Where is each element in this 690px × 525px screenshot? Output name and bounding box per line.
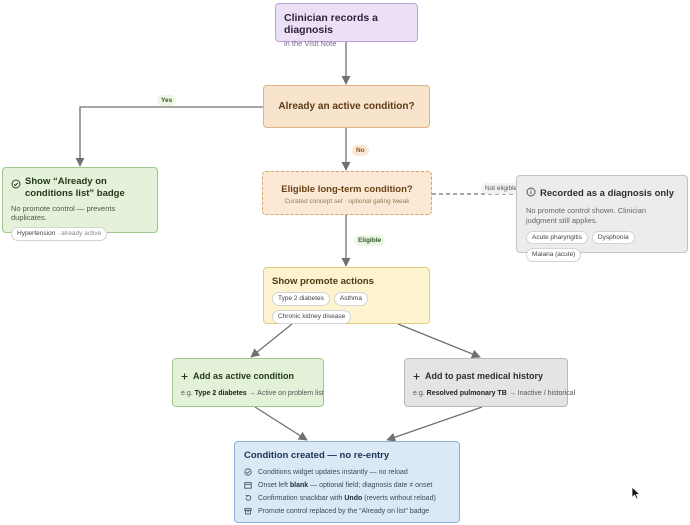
add-past-example: e.g. Resolved pulmonary TB → Inactive / … bbox=[413, 390, 575, 397]
calendar-icon bbox=[244, 481, 252, 491]
active-condition-decision: Already an active condition? bbox=[263, 85, 430, 128]
created-title: Condition created — no re-entry bbox=[244, 450, 390, 461]
edge-active-yes bbox=[75, 106, 263, 167]
edge-add-past-to-created bbox=[386, 406, 483, 442]
chip-acute-pharyngitis: Acute pharyngitis bbox=[526, 230, 588, 245]
created-item-widget-update: Conditions widget updates instantly — no… bbox=[244, 466, 450, 479]
edge-label-yes: Yes bbox=[157, 95, 177, 107]
example-term: Resolved pulmonary TB bbox=[426, 390, 507, 397]
condition-created-node: Condition created — no re-entry Conditio… bbox=[234, 441, 460, 523]
chip-asthma: Asthma bbox=[333, 292, 368, 306]
item-text-after: — optional field; diagnosis date ≠ onset bbox=[308, 482, 433, 489]
recorded-title: Recorded as a diagnosis only bbox=[540, 187, 675, 199]
plus-icon bbox=[413, 367, 420, 385]
start-node: Clinician records a diagnosis in the Vis… bbox=[275, 3, 418, 48]
chip-chronic-kidney-disease: Chronic kidney disease bbox=[272, 309, 352, 324]
add-active-condition-node: Add as active condition e.g. Type 2 diab… bbox=[172, 358, 324, 407]
chip-label: Hypertension bbox=[17, 229, 56, 237]
recorded-diagnosis-node: Recorded as a diagnosis only No promote … bbox=[516, 175, 688, 263]
item-text: Onset left bbox=[258, 482, 290, 489]
already-badge-title: Show “Already on conditions list” badge bbox=[25, 176, 125, 199]
edge-promote-to-add-past bbox=[397, 323, 481, 359]
edge-add-active-to-created bbox=[254, 406, 308, 441]
active-decision-title: Already an active condition? bbox=[278, 101, 415, 112]
promote-actions-node: Show promote actions Type 2 diabetes Ast… bbox=[263, 267, 430, 324]
chip-malaria-acute: Malaria (acute) bbox=[526, 248, 582, 263]
chip-hypertension: Hypertension · already active bbox=[11, 226, 108, 241]
eligible-decision-title: Eligible long-term condition? bbox=[281, 184, 413, 195]
item-text: Conditions widget updates instantly — no… bbox=[258, 469, 408, 476]
mouse-cursor-icon bbox=[631, 486, 641, 500]
archive-icon bbox=[244, 507, 252, 517]
start-subtitle: in the Visit Note bbox=[284, 39, 337, 48]
recorded-desc: No promote control shown. Clinician judg… bbox=[526, 206, 647, 225]
edge-label-no: No bbox=[352, 145, 369, 157]
eligible-condition-decision: Eligible long-term condition? Curated co… bbox=[262, 171, 432, 215]
created-item-undo-snackbar: Confirmation snackbar with Undo (reverts… bbox=[244, 492, 450, 505]
item-bold: blank bbox=[289, 482, 309, 489]
info-icon bbox=[526, 184, 536, 202]
created-item-onset-blank: Onset left blank — optional field; diagn… bbox=[244, 479, 450, 492]
start-title: Clinician records a diagnosis bbox=[284, 12, 378, 36]
example-result: → Active on problem list bbox=[248, 390, 324, 397]
add-past-history-node: Add to past medical history e.g. Resolve… bbox=[404, 358, 575, 407]
plus-icon bbox=[181, 367, 188, 385]
undo-icon bbox=[244, 494, 252, 504]
item-text-after: (reverts without reload) bbox=[362, 495, 436, 502]
already-badge-node: Show “Already on conditions list” badge … bbox=[2, 167, 158, 241]
example-term: Type 2 diabetes bbox=[194, 390, 247, 397]
created-list: Conditions widget updates instantly — no… bbox=[244, 466, 450, 518]
chip-dysphonia: Dysphonia bbox=[591, 230, 635, 245]
check-circle-icon bbox=[244, 467, 252, 478]
promote-title: Show promote actions bbox=[272, 276, 374, 287]
item-text: Promote control replaced by the “Already… bbox=[258, 508, 430, 515]
edge-label-eligible: Eligible bbox=[354, 235, 386, 247]
add-active-title: Add as active condition bbox=[193, 371, 295, 381]
eligible-decision-subtitle: Curated concept set · optional gating tw… bbox=[284, 198, 410, 205]
example-prefix: e.g. bbox=[413, 390, 425, 397]
already-badge-desc: No promote control — prevents duplicates… bbox=[11, 203, 116, 222]
example-prefix: e.g. bbox=[181, 390, 193, 397]
add-active-example: e.g. Type 2 diabetes → Active on problem… bbox=[181, 390, 324, 397]
example-result: → Inactive / historical bbox=[508, 390, 576, 397]
item-text: Confirmation snackbar with bbox=[258, 495, 345, 502]
created-item-badge-replaced: Promote control replaced by the “Already… bbox=[244, 505, 450, 518]
chip-type-2-diabetes: Type 2 diabetes bbox=[272, 292, 330, 306]
check-circle-icon bbox=[11, 176, 21, 194]
chip-status: · already active bbox=[57, 229, 102, 237]
add-past-title: Add to past medical history bbox=[425, 371, 544, 381]
edge-label-not-eligible: Not eligible bbox=[481, 183, 522, 195]
item-bold: Undo bbox=[344, 495, 363, 502]
edge-promote-to-add-active bbox=[250, 323, 293, 358]
